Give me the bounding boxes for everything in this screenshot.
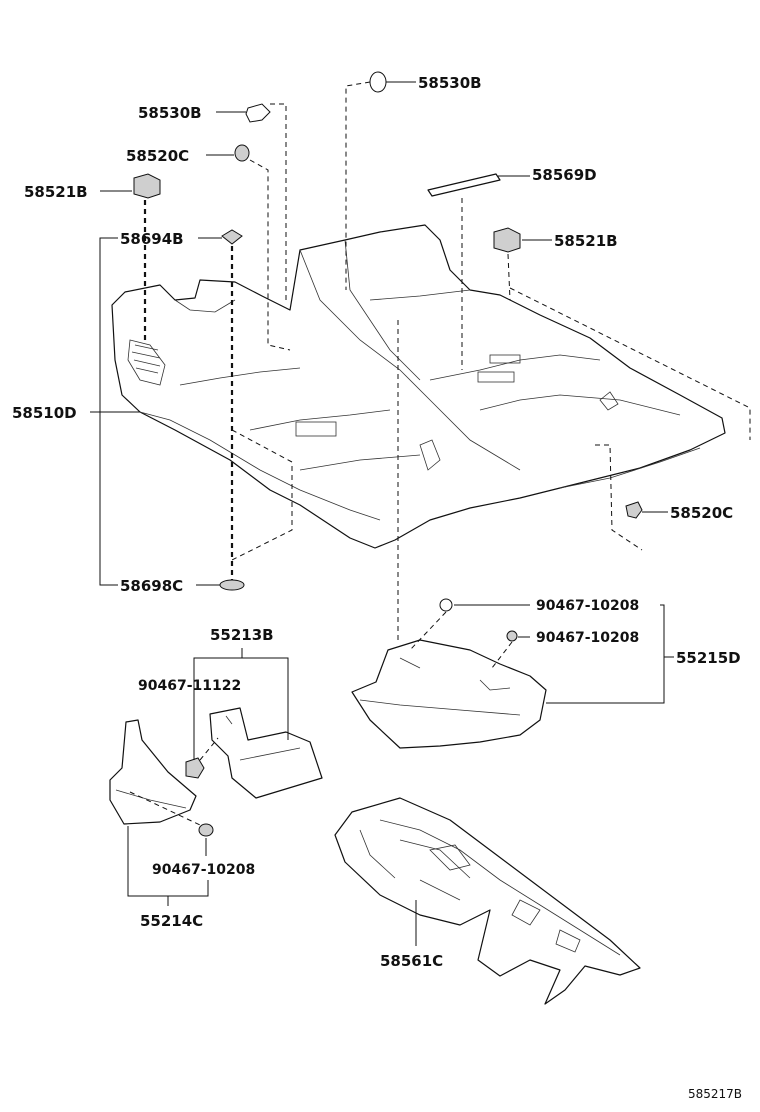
label-55213B: 55213B: [210, 626, 274, 644]
label-90467-10208-b: 90467-10208: [536, 630, 639, 646]
trim-58569D: 58569D: [427, 166, 597, 370]
clip-58521B-left: 58521B: [24, 173, 161, 340]
label-58530B-left: 58530B: [138, 104, 202, 122]
label-55215D: 55215D: [676, 649, 741, 667]
label-90467-11122: 90467-11122: [138, 678, 241, 694]
silencer-55215D: 90467-10208 90467-10208 55215D: [351, 598, 741, 749]
label-58694B: 58694B: [120, 230, 184, 248]
label-58530B-top: 58530B: [418, 74, 482, 92]
bracket-58510D: 58510D: [12, 237, 140, 586]
label-90467-10208-c: 90467-10208: [152, 862, 255, 878]
label-58521B-left: 58521B: [24, 183, 88, 201]
floor-carpet-body: [111, 224, 726, 549]
clip-58530B-top: 58530B: [345, 71, 482, 290]
floor-carpet-assembly: [111, 224, 726, 549]
diagram-reference-code: 585217B: [688, 1087, 742, 1101]
tunnel-insulator-58561C: 58561C: [334, 797, 641, 1005]
label-58561C: 58561C: [380, 952, 443, 970]
silencer-55213B: 55213B 90467-11122: [138, 626, 323, 799]
clip-58520C-right: 58520C: [625, 501, 733, 522]
label-58698C: 58698C: [120, 577, 183, 595]
label-58521B-right: 58521B: [554, 232, 618, 250]
clip-58698C: 58698C: [120, 577, 245, 595]
label-58510D: 58510D: [12, 404, 77, 422]
label-55214C: 55214C: [140, 912, 203, 930]
clip-58530B-left: 58530B: [138, 103, 287, 300]
label-58569D: 58569D: [532, 166, 597, 184]
label-58520C-left: 58520C: [126, 147, 189, 165]
clip-58694B: 58694B: [120, 229, 243, 580]
clip-58520C-left: 58520C: [126, 144, 291, 351]
label-58520C-right: 58520C: [670, 504, 733, 522]
silencer-55214C: 90467-10208 55214C: [109, 719, 255, 930]
label-90467-10208-a: 90467-10208: [536, 598, 639, 614]
clip-58521B-right: 58521B: [493, 227, 618, 301]
